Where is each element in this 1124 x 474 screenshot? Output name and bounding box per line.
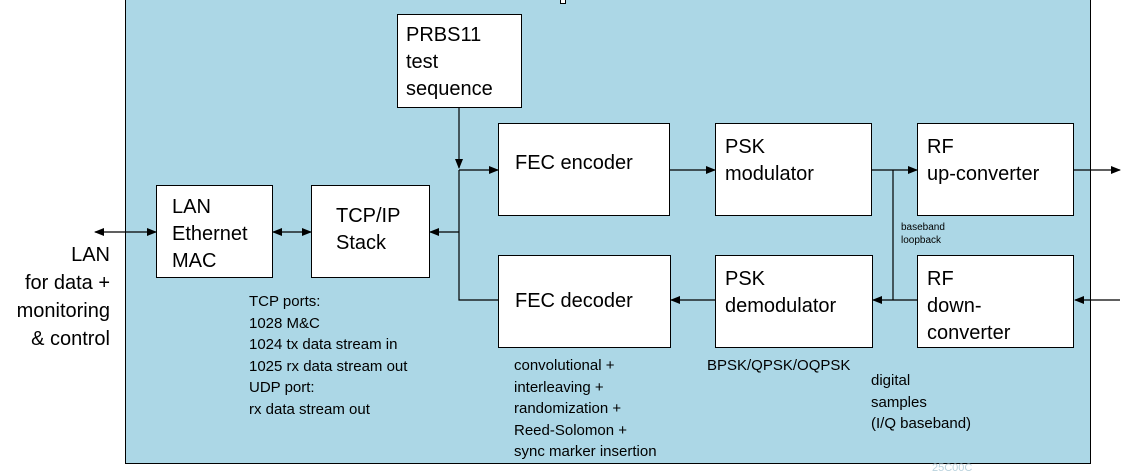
prbs11-label: PRBS11 test sequence (406, 24, 493, 100)
prbs11-block: PRBS11 test sequence (397, 14, 522, 108)
rf-upconverter-label: RF up-converter (927, 136, 1040, 185)
psk-types-note: BPSK/QPSK/OQPSK (707, 357, 851, 374)
rf-downconverter-label: RF down- converter (927, 268, 1011, 344)
lan-mac-block: LAN Ethernet MAC (156, 185, 273, 278)
fec-decoder-block: FEC decoder (498, 255, 671, 348)
rf-upconverter-block: RF up-converter (917, 123, 1074, 216)
fec-encoder-label: FEC encoder (515, 152, 633, 174)
panel-top-marker (560, 0, 566, 4)
tcp-ports-note: TCP ports: 1028 M&C 1024 tx data stream … (249, 293, 408, 418)
digital-samples-note: digital samples (I/Q baseband) (871, 372, 972, 432)
tcpip-stack-block: TCP/IP Stack (311, 185, 430, 278)
lan-mac-label: LAN Ethernet MAC (172, 196, 248, 272)
psk-modulator-label: PSK modulator (725, 136, 814, 185)
psk-modulator-block: PSK modulator (715, 123, 872, 216)
baseband-loopback-note: baseband loopback (901, 222, 945, 246)
fec-description-note: convolutional + interleaving + randomiza… (514, 357, 657, 460)
fec-decoder-label: FEC decoder (515, 290, 633, 312)
tcpip-stack-label: TCP/IP Stack (336, 205, 401, 254)
psk-demodulator-block: PSK demodulator (715, 255, 873, 348)
rf-downconverter-block: RF down- converter (917, 255, 1074, 348)
fec-encoder-block: FEC encoder (498, 123, 670, 216)
psk-demodulator-label: PSK demodulator (725, 268, 837, 317)
lan-external-label: LAN for data + monitoring & control (16, 244, 110, 350)
watermark-text: 25C00C (932, 462, 973, 474)
rx-bus-line (458, 170, 498, 301)
